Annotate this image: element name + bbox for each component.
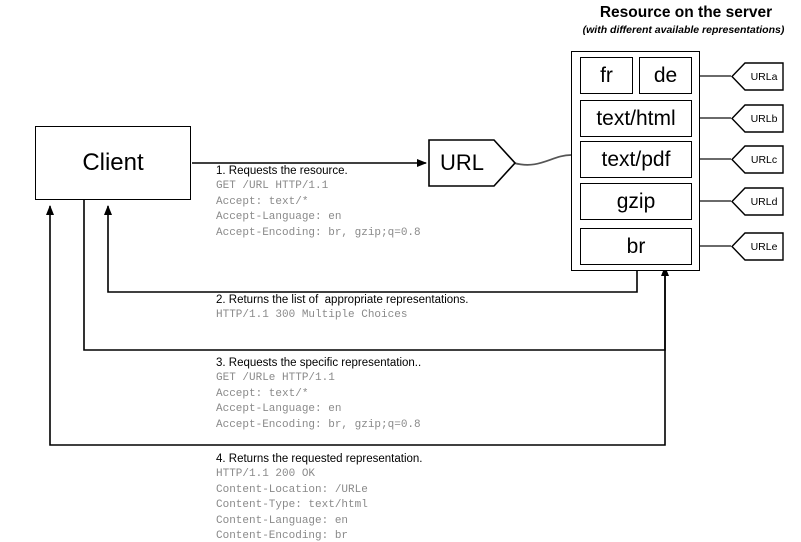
message-response-2: 2. Returns the list of appropriate repre… (216, 293, 469, 324)
representation-label: br (626, 234, 646, 258)
url-tag-label: URLe (750, 240, 778, 253)
url-tag-shape (731, 104, 784, 133)
url-tag-urle[interactable]: URLe (731, 232, 784, 261)
message-code: HTTP/1.1 200 OK Content-Location: /URLe … (216, 468, 368, 542)
representation-box-text-html[interactable]: text/html (580, 100, 692, 137)
arrow-response-2 (104, 205, 638, 293)
url-tag-shape (731, 145, 784, 174)
representation-box-gzip[interactable]: gzip (580, 183, 692, 220)
message-code: HTTP/1.1 300 Multiple Choices (216, 309, 408, 321)
representation-label: de (653, 63, 678, 87)
resource-title: Resource on the server (599, 4, 773, 21)
url-tag-urld[interactable]: URLd (731, 187, 784, 216)
arrow-response-4 (46, 205, 666, 446)
message-request-1: 1. Requests the resource. GET /URL HTTP/… (216, 164, 421, 241)
message-heading: 1. Requests the resource. (216, 165, 348, 177)
url-tag-label: URLb (750, 112, 778, 125)
resource-subtitle: (with different available representation… (582, 24, 785, 36)
representation-box-text-pdf[interactable]: text/pdf (580, 141, 692, 178)
representation-label: text/html (596, 106, 676, 130)
message-heading: 3. Requests the specific representation.… (216, 357, 422, 369)
message-code: GET /URL HTTP/1.1 Accept: text/* Accept-… (216, 180, 421, 239)
url-node-shape (428, 139, 516, 187)
client-node[interactable]: Client (35, 126, 191, 200)
message-request-3: 3. Requests the specific representation.… (216, 356, 421, 433)
url-tag-shape (731, 187, 784, 216)
url-tag-label: URLa (750, 70, 778, 83)
representation-label: text/pdf (601, 147, 671, 171)
client-label: Client (82, 149, 144, 176)
url-node-label: URL (439, 150, 484, 175)
message-heading: 4. Returns the requested representation. (216, 453, 423, 465)
message-heading: 2. Returns the list of appropriate repre… (216, 294, 469, 306)
url-tag-label: URLc (750, 153, 778, 166)
message-response-4: 4. Returns the requested representation.… (216, 452, 423, 542)
url-tag-urlb[interactable]: URLb (731, 104, 784, 133)
representation-box-br[interactable]: br (580, 228, 692, 265)
representation-label: fr (600, 63, 613, 87)
url-tag-label: URLd (750, 195, 778, 208)
message-code: GET /URLe HTTP/1.1 Accept: text/* Accept… (216, 372, 421, 431)
url-tag-urlc[interactable]: URLc (731, 145, 784, 174)
representation-label: gzip (616, 189, 656, 213)
representation-box-fr[interactable]: fr (580, 57, 633, 94)
url-node[interactable]: URL (428, 139, 516, 187)
url-tag-urla[interactable]: URLa (731, 62, 784, 91)
representation-box-de[interactable]: de (639, 57, 692, 94)
connector-url-to-resource (513, 154, 572, 166)
url-tag-shape (731, 232, 784, 261)
url-tag-shape (731, 62, 784, 91)
